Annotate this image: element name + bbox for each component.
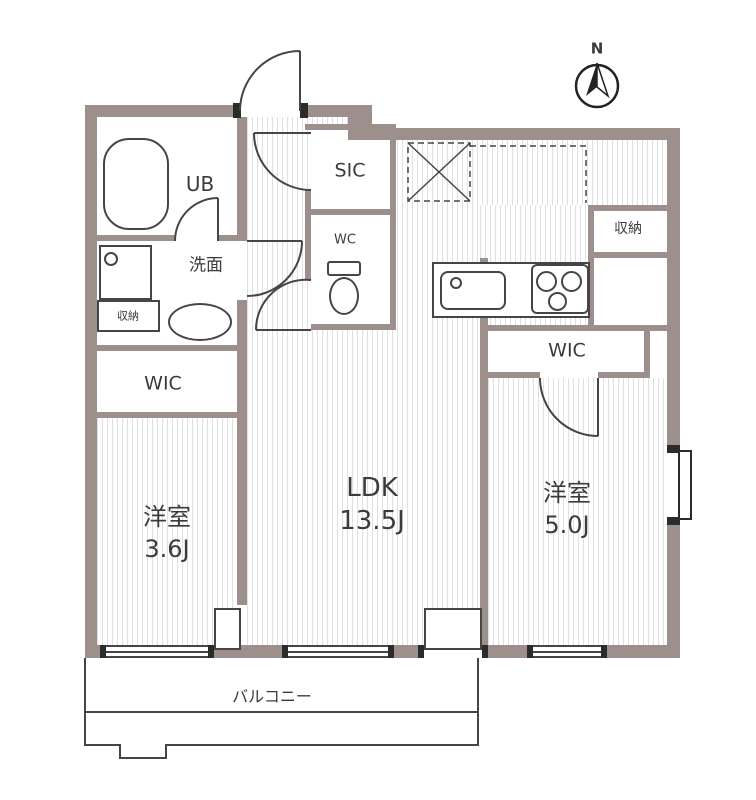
burner-icon: [561, 271, 582, 292]
wall-ub-wash-a: [97, 235, 175, 241]
wic-left-label: WIC: [144, 372, 182, 395]
window-jamb: [100, 645, 106, 658]
balcony-door: [424, 608, 482, 650]
wall-sic-wc-right: [390, 124, 396, 330]
wall-sic-wc-left: [305, 190, 311, 280]
toilet-tank-icon: [327, 261, 361, 276]
bedroom-left-area: 3.6J: [144, 535, 190, 563]
window-jamb: [482, 645, 488, 658]
right-window-jamb-bottom: [667, 517, 680, 525]
wall-right-upper: [667, 128, 680, 452]
wc-label: WC: [334, 232, 356, 248]
entrance-jamb-right: [300, 103, 308, 118]
right-window-jamb-top: [667, 445, 680, 453]
entrance-door-arc: [239, 50, 301, 112]
storage-left-box: [97, 300, 160, 332]
sic-label: SIC: [334, 159, 366, 182]
north-label: N: [590, 39, 604, 58]
right-window-frame: [678, 450, 692, 520]
sink-drain-icon: [450, 277, 462, 289]
wall-wic-right-connector: [650, 325, 667, 331]
window-jamb: [208, 645, 214, 658]
wall-ldk-right: [480, 258, 488, 645]
kitchen-top-floor: [372, 140, 667, 205]
ub-label: UB: [185, 172, 215, 196]
wash-basin-icon: [168, 303, 232, 341]
window-jamb: [527, 645, 533, 658]
toilet-bowl-icon: [329, 277, 359, 315]
wall-wash-wic: [97, 345, 237, 351]
window-ldk-left: [288, 645, 388, 658]
compass-needle-dark: [586, 63, 597, 96]
wall-storage-right-left: [588, 205, 594, 258]
burner-icon: [548, 292, 567, 311]
balcony-label: バルコニー: [232, 687, 312, 706]
wall-center-b: [237, 300, 247, 605]
ldk-name: LDK: [346, 473, 398, 503]
bedroom-left-name: 洋室: [143, 503, 191, 531]
window-bedroom-left: [106, 645, 208, 658]
wic-right-label: WIC: [548, 339, 586, 362]
bath-door-arc: [174, 197, 219, 242]
bathtub-icon: [103, 138, 169, 230]
compass-circle: [574, 63, 620, 109]
balcony-outline: [84, 658, 479, 759]
sic-interior: [311, 130, 390, 209]
window-jamb: [388, 645, 394, 658]
bedroom-left-floor: [97, 418, 237, 645]
wall-right-lower: [667, 518, 680, 658]
compass-needle-light: [596, 62, 610, 99]
window-jamb: [282, 645, 288, 658]
washroom-label: 洗面: [189, 255, 223, 276]
wall-sic-wc-divider: [305, 209, 396, 215]
kitchen-sink-icon: [440, 271, 506, 310]
bedroom-right-name: 洋室: [543, 479, 591, 507]
ldk-area: 13.5J: [339, 506, 405, 536]
burner-icon: [536, 271, 557, 292]
wall-storage-right-top: [588, 205, 667, 211]
bedroom-right-area: 5.0J: [544, 511, 590, 539]
storage-right-label: 収納: [614, 221, 642, 237]
wall-top-a: [85, 105, 237, 117]
laundry-tap-icon: [104, 252, 118, 266]
wall-wic-right-bottom-b: [598, 372, 650, 378]
window-jamb: [601, 645, 607, 658]
entrance-jamb-left: [233, 103, 241, 118]
wall-wic-right-top: [488, 325, 650, 331]
window-jamb: [418, 645, 424, 658]
wall-wic-bedroom: [97, 412, 237, 418]
window-bedroom-right: [533, 645, 601, 658]
bedroom-left-door: [214, 608, 241, 650]
wall-wc-bottom: [311, 324, 396, 330]
wall-wic-right-bottom-a: [488, 372, 540, 378]
wall-wic-right-side: [644, 331, 650, 372]
wall-left: [85, 105, 97, 658]
storage-left-label: 収納: [117, 309, 139, 323]
wall-ub-wash-b: [218, 235, 237, 241]
wall-center-a: [237, 117, 247, 241]
wall-sic-top: [305, 124, 396, 130]
opening-right-wall: [667, 452, 680, 518]
wall-kitchen-right: [588, 258, 594, 325]
wall-storage-right-bottom: [588, 252, 667, 258]
wall-top-right: [360, 128, 680, 140]
